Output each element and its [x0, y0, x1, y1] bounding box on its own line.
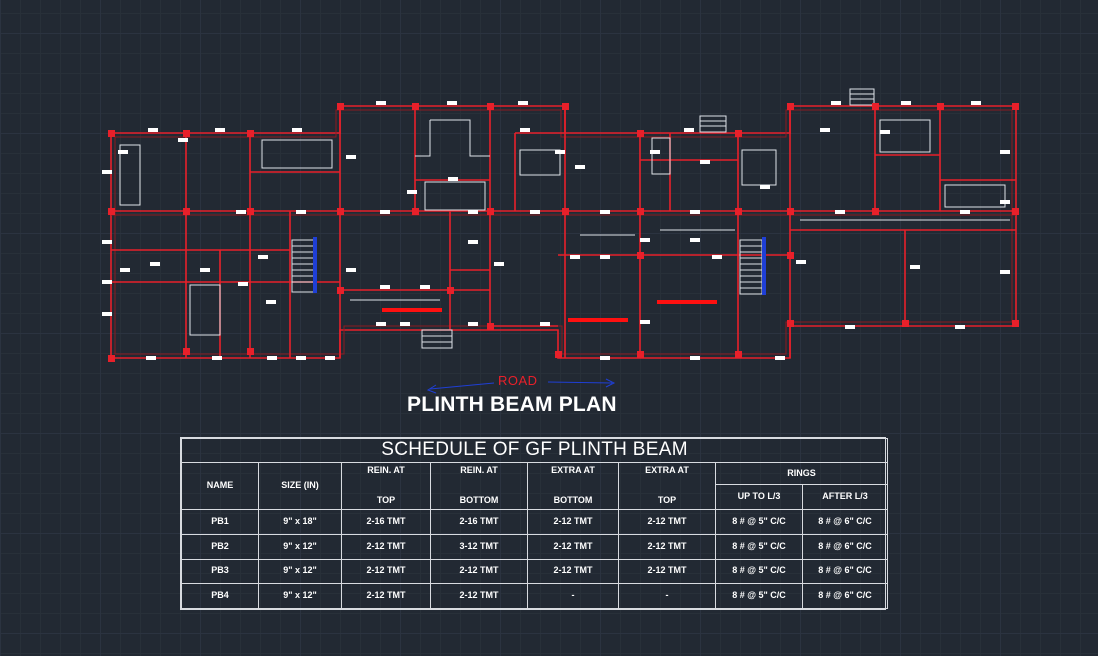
header-name: NAME [181, 461, 259, 511]
cell-rein-bottom: 2-12 TMT [430, 558, 528, 585]
cell-rein-top: 2-12 TMT [341, 558, 431, 585]
cell-extra-top: - [618, 583, 716, 609]
plinth-beam-walls [110, 105, 1017, 359]
interior-white-lines [119, 119, 1010, 336]
stair-left-blue [313, 237, 317, 293]
highlight-beams [382, 300, 717, 322]
stair-right-blue [762, 237, 766, 295]
plan-title: PLINTH BEAM PLAN [407, 393, 617, 416]
cell-after: 8 # @ 6" C/C [801, 509, 889, 535]
plinth-beam-schedule: SCHEDULE OF GF PLINTH BEAM NAME SIZE (IN… [180, 437, 889, 610]
cell-name: PB2 [181, 533, 259, 560]
cell-rein-bottom: 3-12 TMT [430, 533, 528, 560]
cell-after: 8 # @ 6" C/C [801, 583, 889, 609]
stair-right [739, 239, 763, 295]
header-rein-top-line1: REIN. AT [367, 464, 405, 475]
cell-after: 8 # @ 6" C/C [801, 533, 889, 560]
header-rein-bottom-line1: REIN. AT [460, 464, 498, 475]
cell-name: PB3 [181, 558, 259, 585]
beam-tags [102, 101, 1010, 360]
header-rein-top: REIN. AT TOP [341, 461, 431, 511]
header-extra-top-line2: TOP [657, 494, 677, 505]
cell-extra-top: 2-12 TMT [618, 533, 716, 560]
schedule-title: SCHEDULE OF GF PLINTH BEAM [180, 438, 889, 463]
cell-up-to: 8 # @ 5" C/C [715, 509, 803, 535]
stair-left [291, 239, 315, 293]
columns [108, 103, 1019, 362]
table-row: PB1 9" x 18" 2-16 TMT 2-16 TMT 2-12 TMT … [181, 509, 889, 535]
header-extra-top-line1: EXTRA AT [645, 464, 689, 475]
cell-size: 9" x 18" [258, 509, 342, 535]
road-arrow [426, 378, 616, 394]
header-rein-top-line2: TOP [376, 494, 396, 505]
header-rings: RINGS [714, 461, 889, 486]
cell-extra-bottom: - [527, 583, 619, 609]
cell-up-to: 8 # @ 5" C/C [715, 558, 803, 585]
road-label: ROAD [498, 373, 538, 388]
cell-extra-top: 2-12 TMT [618, 558, 716, 585]
entry-steps [421, 88, 875, 349]
cell-up-to: 8 # @ 5" C/C [715, 533, 803, 560]
table-row: PB3 9" x 12" 2-12 TMT 2-12 TMT 2-12 TMT … [181, 558, 889, 585]
header-extra-top: EXTRA AT TOP [618, 461, 716, 511]
cell-rein-bottom: 2-12 TMT [430, 583, 528, 609]
cell-rein-top: 2-12 TMT [341, 533, 431, 560]
schedule-table: SCHEDULE OF GF PLINTH BEAM NAME SIZE (IN… [180, 438, 889, 609]
header-extra-bottom-line1: EXTRA AT [551, 464, 595, 475]
cell-name: PB1 [181, 509, 259, 535]
table-row: PB4 9" x 12" 2-12 TMT 2-12 TMT - - 8 # @… [181, 583, 889, 609]
cell-up-to: 8 # @ 5" C/C [715, 583, 803, 609]
header-extra-bottom-line2: BOTTOM [553, 494, 593, 505]
cell-size: 9" x 12" [258, 558, 342, 585]
cell-rein-top: 2-12 TMT [341, 583, 431, 609]
table-row: PB2 9" x 12" 2-12 TMT 3-12 TMT 2-12 TMT … [181, 533, 889, 560]
cell-size: 9" x 12" [258, 533, 342, 560]
header-extra-bottom: EXTRA AT BOTTOM [527, 461, 619, 511]
cell-name: PB4 [181, 583, 259, 609]
header-rein-bottom-line2: BOTTOM [459, 494, 499, 505]
cell-rein-top: 2-16 TMT [341, 509, 431, 535]
header-size: SIZE (IN) [258, 461, 342, 511]
cell-extra-bottom: 2-12 TMT [527, 509, 619, 535]
header-after: AFTER L/3 [801, 484, 889, 511]
header-rein-bottom: REIN. AT BOTTOM [430, 461, 528, 511]
cell-after: 8 # @ 6" C/C [801, 558, 889, 585]
header-up-to: UP TO L/3 [715, 484, 803, 511]
cell-extra-top: 2-12 TMT [618, 509, 716, 535]
cell-size: 9" x 12" [258, 583, 342, 609]
cell-extra-bottom: 2-12 TMT [527, 558, 619, 585]
cell-rein-bottom: 2-16 TMT [430, 509, 528, 535]
cell-extra-bottom: 2-12 TMT [527, 533, 619, 560]
